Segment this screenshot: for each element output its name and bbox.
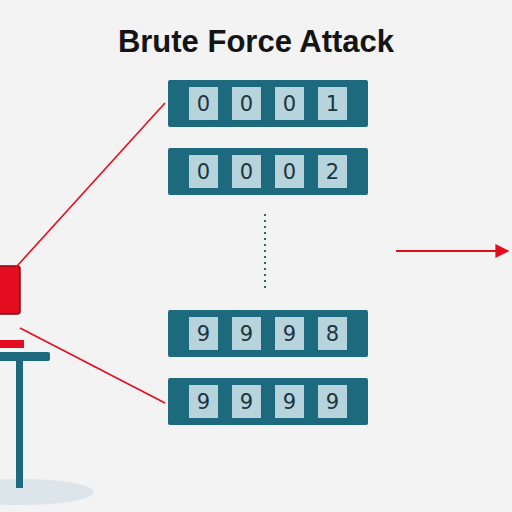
code-box: 9999 — [168, 378, 368, 425]
digit-cell: 9 — [275, 317, 304, 350]
digit-cell: 9 — [275, 385, 304, 418]
digit-cell: 0 — [189, 155, 218, 188]
diagram-title: Brute Force Attack — [0, 24, 512, 60]
desk-leg — [16, 360, 23, 488]
digit-cell: 0 — [232, 155, 261, 188]
desk-top — [0, 352, 50, 361]
code-box: 0001 — [168, 80, 368, 127]
ellipsis-dots — [264, 214, 266, 292]
digit-cell: 0 — [275, 155, 304, 188]
floor-shadow — [0, 479, 94, 505]
digit-cell: 8 — [318, 317, 347, 350]
digit-cell: 9 — [189, 317, 218, 350]
result-arrow — [396, 250, 508, 252]
attack-line — [8, 103, 165, 276]
code-box: 0002 — [168, 148, 368, 195]
digit-cell: 0 — [232, 87, 261, 120]
digit-cell: 1 — [318, 87, 347, 120]
digit-cell: 9 — [318, 385, 347, 418]
digit-cell: 9 — [232, 385, 261, 418]
digit-cell: 9 — [189, 385, 218, 418]
laptop-base — [0, 340, 24, 348]
digit-cell: 0 — [275, 87, 304, 120]
digit-cell: 2 — [318, 155, 347, 188]
digit-cell: 0 — [189, 87, 218, 120]
attack-line — [20, 328, 165, 403]
digit-cell: 9 — [232, 317, 261, 350]
code-box: 9998 — [168, 310, 368, 357]
